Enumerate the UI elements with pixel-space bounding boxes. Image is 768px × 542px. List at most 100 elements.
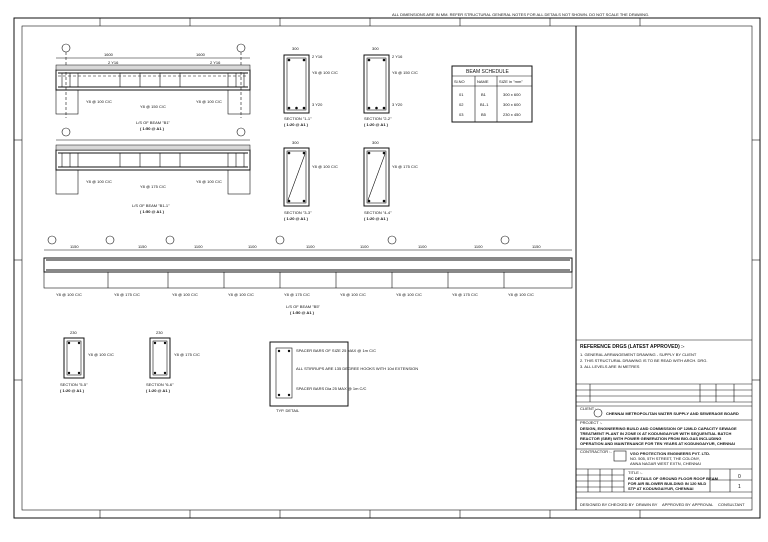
b11-stirrup-mid: Y8 @ 175 C/C	[140, 184, 166, 189]
beam-b1-scale: ( 1:50 @ A1 )	[140, 126, 165, 131]
sec11-bot-bar: 3 Y20	[312, 102, 323, 107]
section-6-6: 230 Y8 @ 175 C/C SECTION "6-6" ( 1:20 @ …	[146, 330, 200, 393]
beam-b5-elevation: 1150 1150 1100 1100 1100 1100 1100 1100 …	[43, 235, 573, 315]
sec11-stirrup: Y8 @ 100 C/C	[312, 70, 338, 75]
footer-item: DESIGNED BY	[580, 502, 608, 507]
sec11-top-bar: 2 Y16	[312, 54, 323, 59]
top-note: ALL DIMENSIONS ARE IN MM. REFER STRUCTUR…	[392, 12, 649, 17]
sec33-stirrup: Y8 @ 100 C/C	[312, 164, 338, 169]
section-2-2-scale: ( 1:20 @ A1 )	[364, 122, 389, 127]
section-3-3: 300 Y8 @ 100 C/C SECTION "3-3" ( 1:20 @ …	[283, 140, 338, 221]
b5-stirrup: Y8 @ 175 C/C	[284, 292, 310, 297]
typ-note-3: SPACER BARS Dia 25 MAX @ 1m C/C	[296, 386, 367, 391]
schedule-header-name: NAME	[477, 79, 489, 84]
b5-dim-8: 1100	[474, 244, 483, 249]
dim-1600-right: 1600	[196, 52, 206, 57]
title-block: REFERENCE DRGS (LATEST APPROVED) :- 1. G…	[575, 26, 752, 510]
contractor-line: NO. 505, 5TH STREET, THE COLONY,	[630, 456, 700, 461]
b5-stirrup: Y8 @ 100 C/C	[396, 292, 422, 297]
b1-stirrup-left: Y8 @ 100 C/C	[86, 99, 112, 104]
b1-stirrup-right: Y8 @ 100 C/C	[196, 99, 222, 104]
beam-b11-label: L/S OF BEAM "B1-1"	[132, 203, 170, 208]
outer-border	[13, 17, 761, 519]
b5-dim-6: 1100	[360, 244, 369, 249]
contractor-line: ANNA NAGAR WEST EXTN, CHENNAI	[630, 461, 701, 466]
section-2-2-label: SECTION "2-2"	[364, 116, 392, 121]
section-5-5: 230 Y8 @ 100 C/C SECTION "5-5" ( 1:20 @ …	[60, 330, 114, 393]
schedule-header-size: SIZE in "mm"	[499, 79, 523, 84]
schedule-cell: B1-1	[480, 102, 489, 107]
beam-b1-label: L/S OF BEAM "B1"	[136, 120, 171, 125]
schedule-cell: 230 x 450	[503, 112, 521, 117]
sec22-top-bar: 2 Y16	[392, 54, 403, 59]
section-1-1-scale: ( 1:20 @ A1 )	[284, 122, 309, 127]
section-3-3-label: SECTION "3-3"	[284, 210, 312, 215]
contractor-logo-icon	[613, 450, 627, 462]
schedule-cell: B1	[481, 92, 487, 97]
dim-1600-left: 1600	[104, 52, 114, 57]
ref-line: 1. GENERAL ARRANGEMENT DRAWING - SUPPLY …	[580, 352, 697, 357]
schedule-cell: 03	[459, 112, 464, 117]
schedule-title: BEAM SCHEDULE	[466, 69, 509, 75]
project-line: TREATMENT PLANT IN ZONE IX AT KODUNGAIYU…	[580, 431, 731, 436]
b11-stirrup-left: Y8 @ 100 C/C	[86, 179, 112, 184]
drawing-title-label: TITLE :-	[628, 470, 643, 475]
b5-stirrup: Y8 @ 175 C/C	[452, 292, 478, 297]
zone-ticks	[14, 18, 760, 518]
section-5-5-label: SECTION "5-5"	[60, 382, 88, 387]
b5-dim-7: 1100	[418, 244, 427, 249]
beam-b5-scale: ( 1:50 @ A1 )	[290, 310, 315, 315]
sec33-width: 300	[292, 140, 299, 145]
section-4-4-label: SECTION "4-4"	[364, 210, 392, 215]
beam-b11-scale: ( 1:50 @ A1 )	[140, 209, 165, 214]
section-6-6-scale: ( 1:20 @ A1 )	[146, 388, 171, 393]
beam-b11-elevation: Y8 @ 100 C/C Y8 @ 175 C/C Y8 @ 100 C/C L…	[55, 127, 251, 214]
schedule-header-slno: Sl.NO	[454, 79, 465, 84]
sec22-bot-bar: 3 Y20	[392, 102, 403, 107]
client-label: CLIENT :-	[580, 406, 598, 411]
footer-item: APPROVED BY	[662, 502, 691, 507]
footer-item: DRAWN BY	[636, 502, 658, 507]
schedule-cell: 300 x 600	[503, 102, 521, 107]
schedule-cell: 300 x 600	[503, 92, 521, 97]
client-name: CHENNAI METROPOLITAN WATER SUPPLY AND SE…	[606, 411, 739, 416]
sec66-width: 230	[156, 330, 163, 335]
typ-detail-label: TYP. DETAIL	[276, 408, 300, 413]
ref-line: 2. THIS STRUCTURAL DRAWING IS TO BE READ…	[580, 358, 708, 363]
project-line: REACTOR (SBR) WITH POWER GENERATION FROM…	[580, 436, 721, 441]
b5-stirrup: Y8 @ 100 C/C	[508, 292, 534, 297]
footer-item: CONSULTANT	[718, 502, 745, 507]
sec22-width: 300	[372, 46, 379, 51]
b5-dim-4: 1100	[248, 244, 257, 249]
project-line: DESIGN, ENGINEERING BUILD AND COMMISSION…	[580, 426, 737, 431]
section-6-6-label: SECTION "6-6"	[146, 382, 174, 387]
b5-stirrup: Y8 @ 100 C/C	[172, 292, 198, 297]
section-5-5-scale: ( 1:20 @ A1 )	[60, 388, 85, 393]
project-label: PROJECT :-	[580, 420, 603, 425]
b5-stirrup: Y8 @ 175 C/C	[114, 292, 140, 297]
sec22-stirrup: Y8 @ 150 C/C	[392, 70, 418, 75]
drawing-title-line: FOR AIR BLOWER BUILDING IN 120 MLD	[628, 481, 706, 486]
section-2-2: 300 2 Y16 Y8 @ 150 C/C 3 Y20 SECTION "2-…	[363, 46, 418, 127]
sec11-width: 300	[292, 46, 299, 51]
b1-top-bar-2: 2 Y16	[210, 60, 221, 65]
sec44-width: 300	[372, 140, 379, 145]
typ-note-1: SPACER BARS OF SIZE 25 MAX @ 1m C/C	[296, 348, 376, 353]
contractor-label: CONTRACTOR :-	[580, 449, 612, 454]
section-4-4: 300 Y8 @ 175 C/C SECTION "4-4" ( 1:20 @ …	[363, 140, 418, 221]
schedule-cell: 01	[459, 92, 464, 97]
typical-detail: SPACER BARS OF SIZE 25 MAX @ 1m C/C ALL …	[269, 341, 418, 413]
footer-item: CHECKED BY	[608, 502, 634, 507]
b5-dim-2: 1150	[138, 244, 147, 249]
ref-title: REFERENCE DRGS (LATEST APPROVED) :-	[580, 344, 685, 350]
schedule-cell: B5	[481, 112, 487, 117]
sec66-stirrup: Y8 @ 175 C/C	[174, 352, 200, 357]
b5-dim-1: 1150	[70, 244, 79, 249]
drawing-title-line: RC DETAILS OF GROUND FLOOR ROOF BEAM	[628, 476, 719, 481]
b11-stirrup-right: Y8 @ 100 C/C	[196, 179, 222, 184]
b1-top-bar-1: 2 Y16	[108, 60, 119, 65]
section-3-3-scale: ( 1:20 @ A1 )	[284, 216, 309, 221]
contractor-line: VGO PROTECTION ENGINEERS PVT. LTD.	[630, 451, 710, 456]
footer-item: APPROVAL	[692, 502, 714, 507]
